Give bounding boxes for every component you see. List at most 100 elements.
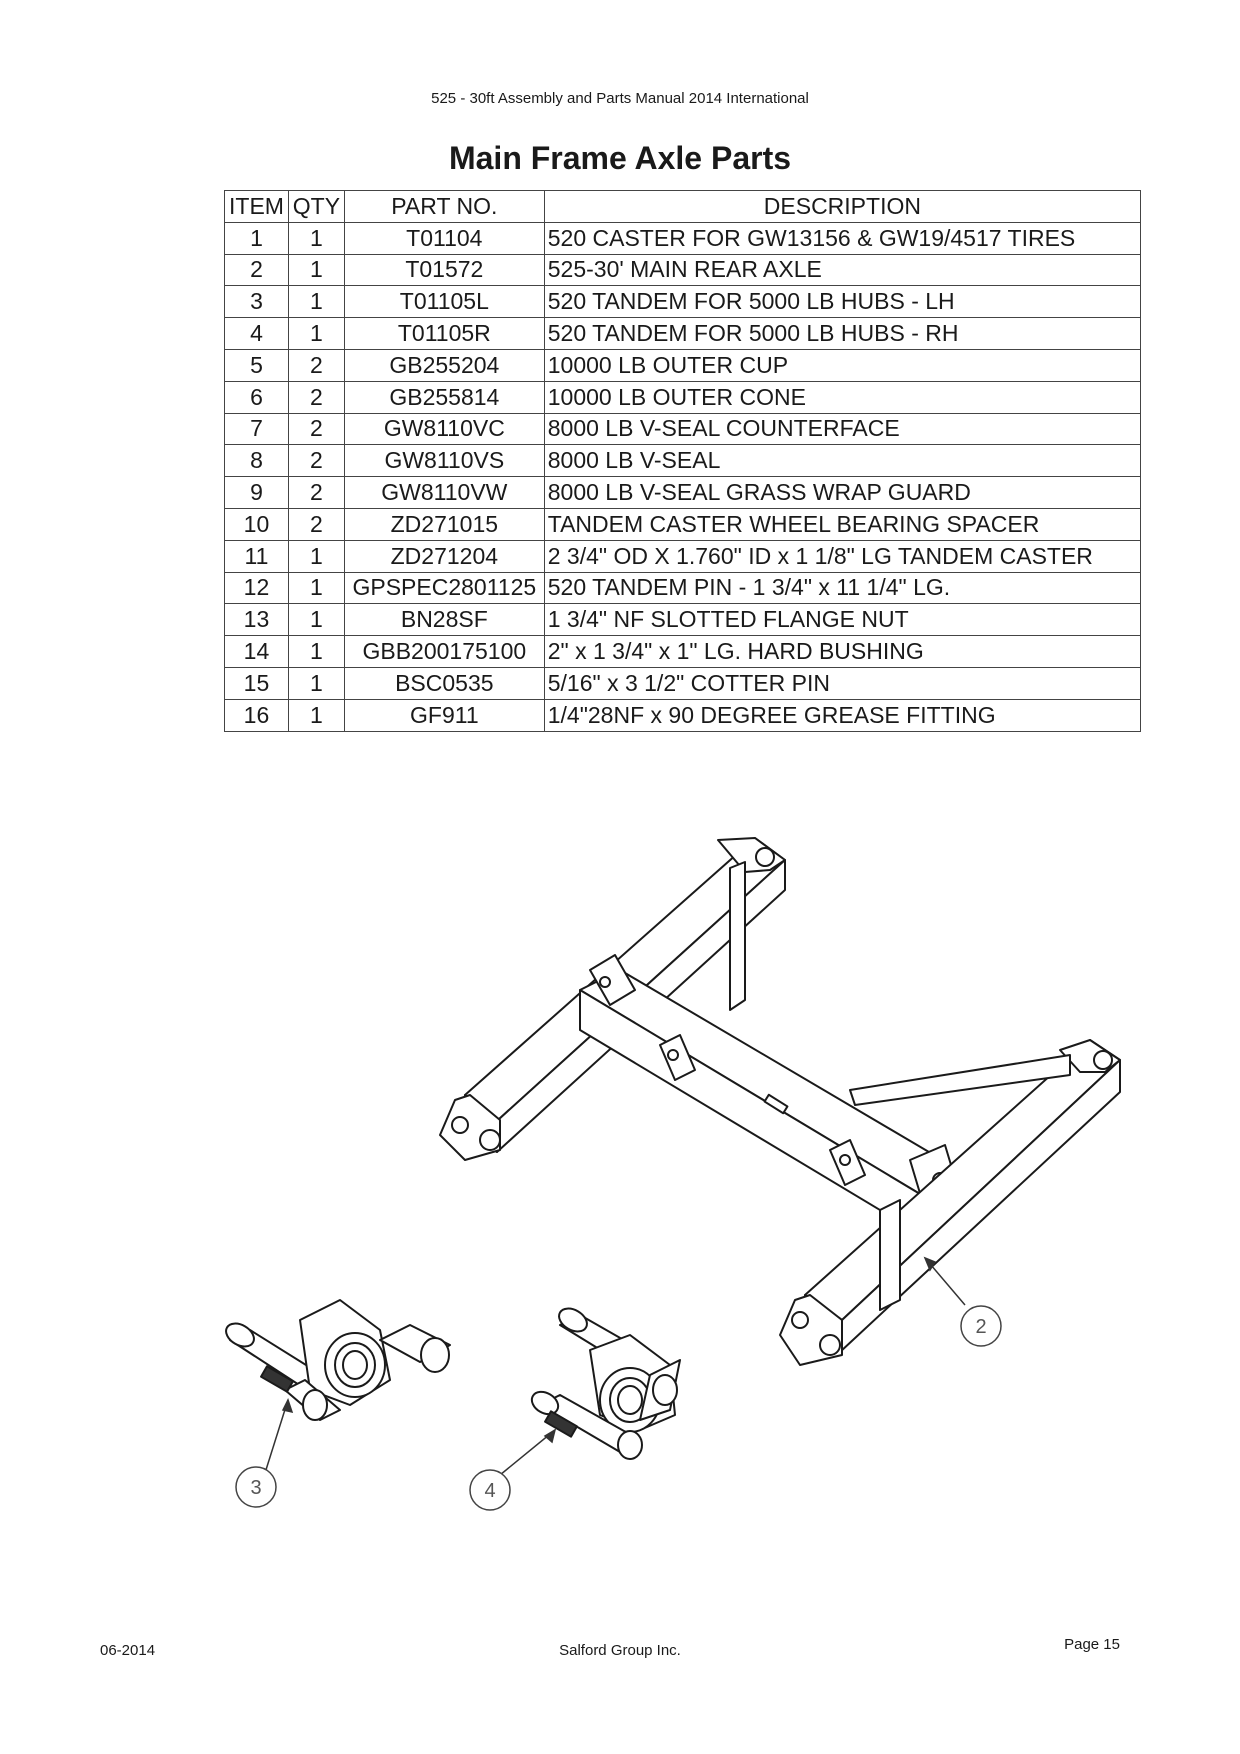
callout-3-balloon <box>235 1466 277 1508</box>
column-header-description: DESCRIPTION <box>543 190 1142 223</box>
cell-qty: 1 <box>287 253 345 287</box>
cell-item: 13 <box>224 603 289 637</box>
cell-item: 4 <box>224 317 289 350</box>
cell-item: 9 <box>224 476 289 509</box>
cell-item: 3 <box>224 285 289 319</box>
cell-description: 525-30' MAIN REAR AXLE <box>543 253 1142 287</box>
tandem-lh <box>225 1299 451 1421</box>
cell-description: 2" x 1 3/4" x 1" LG. HARD BUSHING <box>543 635 1142 668</box>
table-header-row: ITEM QTY PART NO. DESCRIPTION <box>224 190 1142 223</box>
cell-qty: 2 <box>287 380 345 414</box>
cell-item: 7 <box>224 412 289 446</box>
cell-item: 16 <box>224 698 289 732</box>
cell-qty: 2 <box>287 476 345 509</box>
cell-item: 2 <box>224 253 289 287</box>
cell-part-no: T01105L <box>343 285 545 319</box>
cell-description: TANDEM CASTER WHEEL BEARING SPACER <box>543 507 1142 541</box>
cell-part-no: ZD271204 <box>343 539 545 573</box>
cell-item: 14 <box>224 635 289 668</box>
cell-item: 5 <box>224 348 289 382</box>
cell-qty: 1 <box>287 317 345 350</box>
cell-description: 1 3/4" NF SLOTTED FLANGE NUT <box>543 603 1142 637</box>
cell-description: 520 TANDEM FOR 5000 LB HUBS - RH <box>543 317 1142 350</box>
cell-item: 1 <box>224 221 289 255</box>
cell-part-no: GPSPEC2801125 <box>343 571 545 605</box>
cell-item: 12 <box>224 571 289 605</box>
cell-qty: 2 <box>287 444 345 478</box>
main-rear-axle-frame <box>439 837 1121 1366</box>
callout-4-arrow-icon <box>543 1428 557 1444</box>
callout-3-label: 3 <box>250 1477 261 1499</box>
footer-page-number: Page 15 <box>1064 1636 1120 1653</box>
cell-description: 8000 LB V-SEAL COUNTERFACE <box>543 412 1142 446</box>
cell-part-no: T01104 <box>343 221 545 255</box>
cell-description: 10000 LB OUTER CUP <box>543 348 1142 382</box>
cell-part-no: GW8110VS <box>343 444 545 478</box>
cell-qty: 1 <box>287 571 345 605</box>
cell-description: 5/16" x 3 1/2" COTTER PIN <box>543 666 1142 700</box>
column-header-part-no: PART NO. <box>343 190 545 223</box>
cell-item: 10 <box>224 507 289 541</box>
cell-part-no: ZD271015 <box>343 507 545 541</box>
cell-part-no: GF911 <box>343 698 545 732</box>
callout-2-label: 2 <box>975 1316 986 1338</box>
cell-part-no: T01572 <box>343 253 545 287</box>
cell-item: 11 <box>224 539 289 573</box>
cell-qty: 2 <box>287 348 345 382</box>
manual-header: 525 - 30ft Assembly and Parts Manual 201… <box>431 90 809 107</box>
column-header-qty: QTY <box>287 190 345 223</box>
cell-part-no: BN28SF <box>343 603 545 637</box>
cell-description: 1/4"28NF x 90 DEGREE GREASE FITTING <box>543 698 1142 732</box>
cell-description: 520 TANDEM FOR 5000 LB HUBS - LH <box>543 285 1142 319</box>
callout-4-leader <box>499 1429 556 1476</box>
callout-2-balloon <box>960 1305 1002 1347</box>
cell-qty: 1 <box>287 539 345 573</box>
callout-3-leader <box>264 1399 289 1474</box>
cell-qty: 1 <box>287 635 345 668</box>
callout-4-balloon <box>469 1469 511 1511</box>
cell-qty: 1 <box>287 666 345 700</box>
cell-part-no: GB255814 <box>343 380 545 414</box>
cell-part-no: GW8110VW <box>343 476 545 509</box>
page-title: Main Frame Axle Parts <box>448 140 792 176</box>
callout-4-label: 4 <box>484 1480 495 1502</box>
cell-description: 8000 LB V-SEAL GRASS WRAP GUARD <box>543 476 1142 509</box>
cell-qty: 1 <box>287 603 345 637</box>
cell-description: 2 3/4" OD X 1.760" ID x 1 1/8" LG TANDEM… <box>543 539 1142 573</box>
cell-part-no: BSC0535 <box>343 666 545 700</box>
callout-2-leader <box>924 1257 966 1306</box>
column-header-item: ITEM <box>224 190 289 223</box>
cell-qty: 1 <box>287 221 345 255</box>
cell-description: 520 CASTER FOR GW13156 & GW19/4517 TIRES <box>543 221 1142 255</box>
cell-description: 520 TANDEM PIN - 1 3/4" x 11 1/4" LG. <box>543 571 1142 605</box>
cell-item: 8 <box>224 444 289 478</box>
callout-3-arrow-icon <box>281 1398 294 1414</box>
cell-description: 10000 LB OUTER CONE <box>543 380 1142 414</box>
cell-qty: 2 <box>287 412 345 446</box>
footer-date: 06-2014 <box>100 1642 156 1659</box>
cell-part-no: T01105R <box>343 317 545 350</box>
cell-qty: 2 <box>287 507 345 541</box>
cell-part-no: GB255204 <box>343 348 545 382</box>
cell-qty: 1 <box>287 698 345 732</box>
footer-company: Salford Group Inc. <box>559 1642 681 1659</box>
cell-part-no: GBB200175100 <box>343 635 545 668</box>
cell-part-no: GW8110VC <box>343 412 545 446</box>
callout-2-arrow-icon <box>923 1256 937 1272</box>
